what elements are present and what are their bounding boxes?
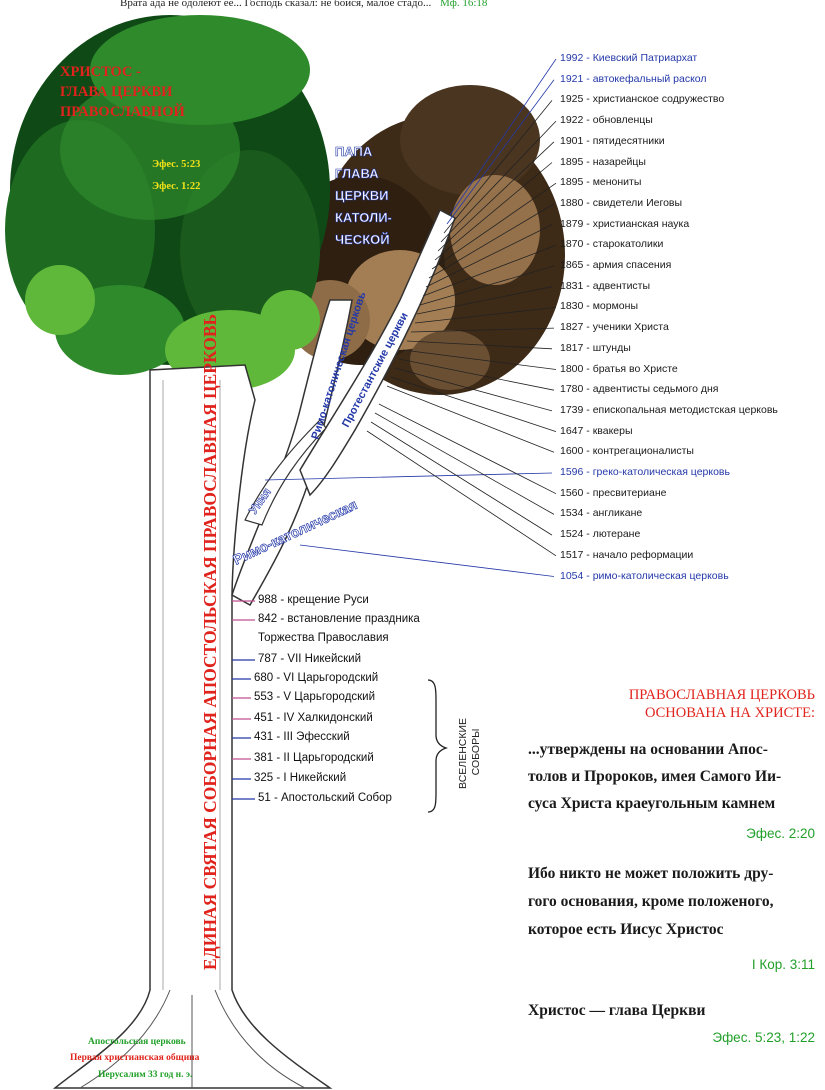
council-entry: 51 - Апостольский Собор bbox=[258, 792, 392, 805]
right-heading-line: ОСНОВАНА НА ХРИСТЕ: bbox=[629, 704, 815, 722]
quote-ephesians: ...утверждены на основании Апос- толов и… bbox=[528, 736, 818, 817]
quote-ref: Эфес. 2:20 bbox=[746, 826, 815, 841]
timeline-entry: 1596 - греко-католическая церковь bbox=[560, 466, 730, 478]
pope-title-line: ПАПА bbox=[335, 144, 373, 159]
timeline-entry: 1925 - христианское содружество bbox=[560, 93, 724, 105]
timeline-connector bbox=[367, 431, 556, 556]
timeline-entry: 1800 - братья во Христе bbox=[560, 363, 678, 375]
timeline-entry: 1880 - свидетели Иеговы bbox=[560, 197, 682, 209]
quote-line: суса Христа краеугольным камнем bbox=[528, 790, 818, 817]
orthodox-tree-crown bbox=[5, 15, 330, 390]
timeline-entry: 1870 - старокатолики bbox=[560, 238, 663, 250]
councils-label: ВСЕЛЕНСКИЕ СОБОРЫ bbox=[457, 715, 482, 789]
timeline-entry: 1600 - контрегационалисты bbox=[560, 445, 694, 457]
trunk-label: ЕДИНАЯ СВЯТАЯ СОБОРНАЯ АПОСТОЛЬСКАЯ ПРАВ… bbox=[200, 314, 220, 970]
pope-title-line: КАТОЛИ- bbox=[335, 210, 392, 225]
quote-line: ...утверждены на основании Апос- bbox=[528, 736, 818, 763]
timeline-connector bbox=[379, 404, 556, 494]
timeline-entry: 1895 - назарейцы bbox=[560, 156, 646, 168]
timeline-entry: 1879 - христианская наука bbox=[560, 218, 689, 230]
council-entry: 451 - IV Халкидонский bbox=[254, 712, 373, 725]
quote-line: Ибо никто не может положить дру- bbox=[528, 860, 818, 888]
christ-ref: Эфес. 1:22 bbox=[152, 181, 200, 192]
council-entry: Торжества Православия bbox=[258, 632, 389, 645]
christ-ref: Эфес. 5:23 bbox=[152, 159, 200, 170]
council-entry: 988 - крещение Руси bbox=[258, 594, 369, 607]
council-entry: 381 - II Царьгородский bbox=[254, 752, 374, 765]
timeline-connector bbox=[375, 413, 554, 514]
timeline-entry: 1830 - мормоны bbox=[560, 300, 638, 312]
root-line: Апостольская церковь bbox=[88, 1037, 186, 1047]
christ-title-line: ГЛАВА ЦЕРКВИ bbox=[60, 84, 173, 100]
pope-title-line: ЧЕСКОЙ bbox=[335, 232, 390, 247]
timeline-entry: 1817 - штунды bbox=[560, 342, 631, 354]
council-entry: 431 - III Эфесский bbox=[254, 731, 350, 744]
quote-line: которое есть Иисус Христос bbox=[528, 916, 818, 944]
timeline-entry: 1827 - ученики Христа bbox=[560, 321, 669, 333]
quote-corinthians: Ибо никто не может положить дру- гого ос… bbox=[528, 860, 818, 944]
timeline-entry: 1560 - пресвитериане bbox=[560, 487, 666, 499]
council-entry: 842 - встановление праздника bbox=[258, 613, 420, 626]
timeline-entry: 1780 - адвентисты седьмого дня bbox=[560, 383, 718, 395]
right-heading-line: ПРАВОСЛАВНАЯ ЦЕРКОВЬ bbox=[629, 686, 815, 704]
timeline-entry: 1831 - адвентисты bbox=[560, 280, 650, 292]
timeline-entry: 1054 - римо-католическая церковь bbox=[560, 570, 729, 582]
christ-title-line: ПРАВОСЛАВНОЙ bbox=[60, 103, 185, 120]
timeline-entry: 1901 - пятидесятники bbox=[560, 135, 665, 147]
timeline-connector bbox=[387, 386, 554, 452]
timeline-entry: 1534 - англикане bbox=[560, 507, 642, 519]
quote-line: толов и Пророков, имея Самого Ии- bbox=[528, 763, 818, 790]
pope-title-line: ЦЕРКВИ bbox=[335, 188, 389, 203]
council-entry: 325 - I Никейский bbox=[254, 772, 346, 785]
council-entry: 553 - V Царьгородский bbox=[254, 691, 375, 704]
top-caption: Врата ада не одолеют её... Господь сказа… bbox=[120, 0, 488, 9]
council-entry: 787 - VII Никейский bbox=[258, 653, 361, 666]
christ-title-line: ХРИСТОС - bbox=[60, 64, 141, 80]
pope-title-line: ГЛАВА bbox=[335, 166, 379, 181]
root-line: Иерусалим 33 год н. э. bbox=[98, 1070, 192, 1080]
timeline-entry: 1895 - менониты bbox=[560, 176, 641, 188]
timeline-entry: 1524 - лютеране bbox=[560, 528, 640, 540]
quote-ref: I Кор. 3:11 bbox=[752, 957, 815, 972]
council-connectors bbox=[232, 601, 255, 799]
timeline-entry: 1921 - автокефальный раскол bbox=[560, 73, 707, 85]
timeline-entry: 1992 - Киевский Патриархат bbox=[560, 52, 697, 64]
timeline-entry: 1647 - квакеры bbox=[560, 425, 633, 437]
timeline-entry: 1517 - начало реформации bbox=[560, 549, 693, 561]
timeline-entry: 1922 - обновленцы bbox=[560, 114, 653, 126]
council-entry: 680 - VI Царьгородский bbox=[254, 672, 378, 685]
timeline-connector bbox=[300, 545, 554, 577]
right-heading: ПРАВОСЛАВНАЯ ЦЕРКОВЬ ОСНОВАНА НА ХРИСТЕ: bbox=[629, 686, 815, 722]
quote-head: Христос — глава Церкви bbox=[528, 1002, 705, 1020]
quote-ref: Эфес. 5:23, 1:22 bbox=[712, 1030, 815, 1045]
timeline-entry: 1739 - епископальная методистская церков… bbox=[560, 404, 778, 416]
root-line: Первая христианская община bbox=[70, 1052, 200, 1063]
timeline-connector bbox=[371, 422, 552, 535]
councils-bracket bbox=[428, 680, 446, 812]
timeline-entry: 1865 - армия спасения bbox=[560, 259, 671, 271]
quote-line: гого основания, кроме положеного, bbox=[528, 888, 818, 916]
